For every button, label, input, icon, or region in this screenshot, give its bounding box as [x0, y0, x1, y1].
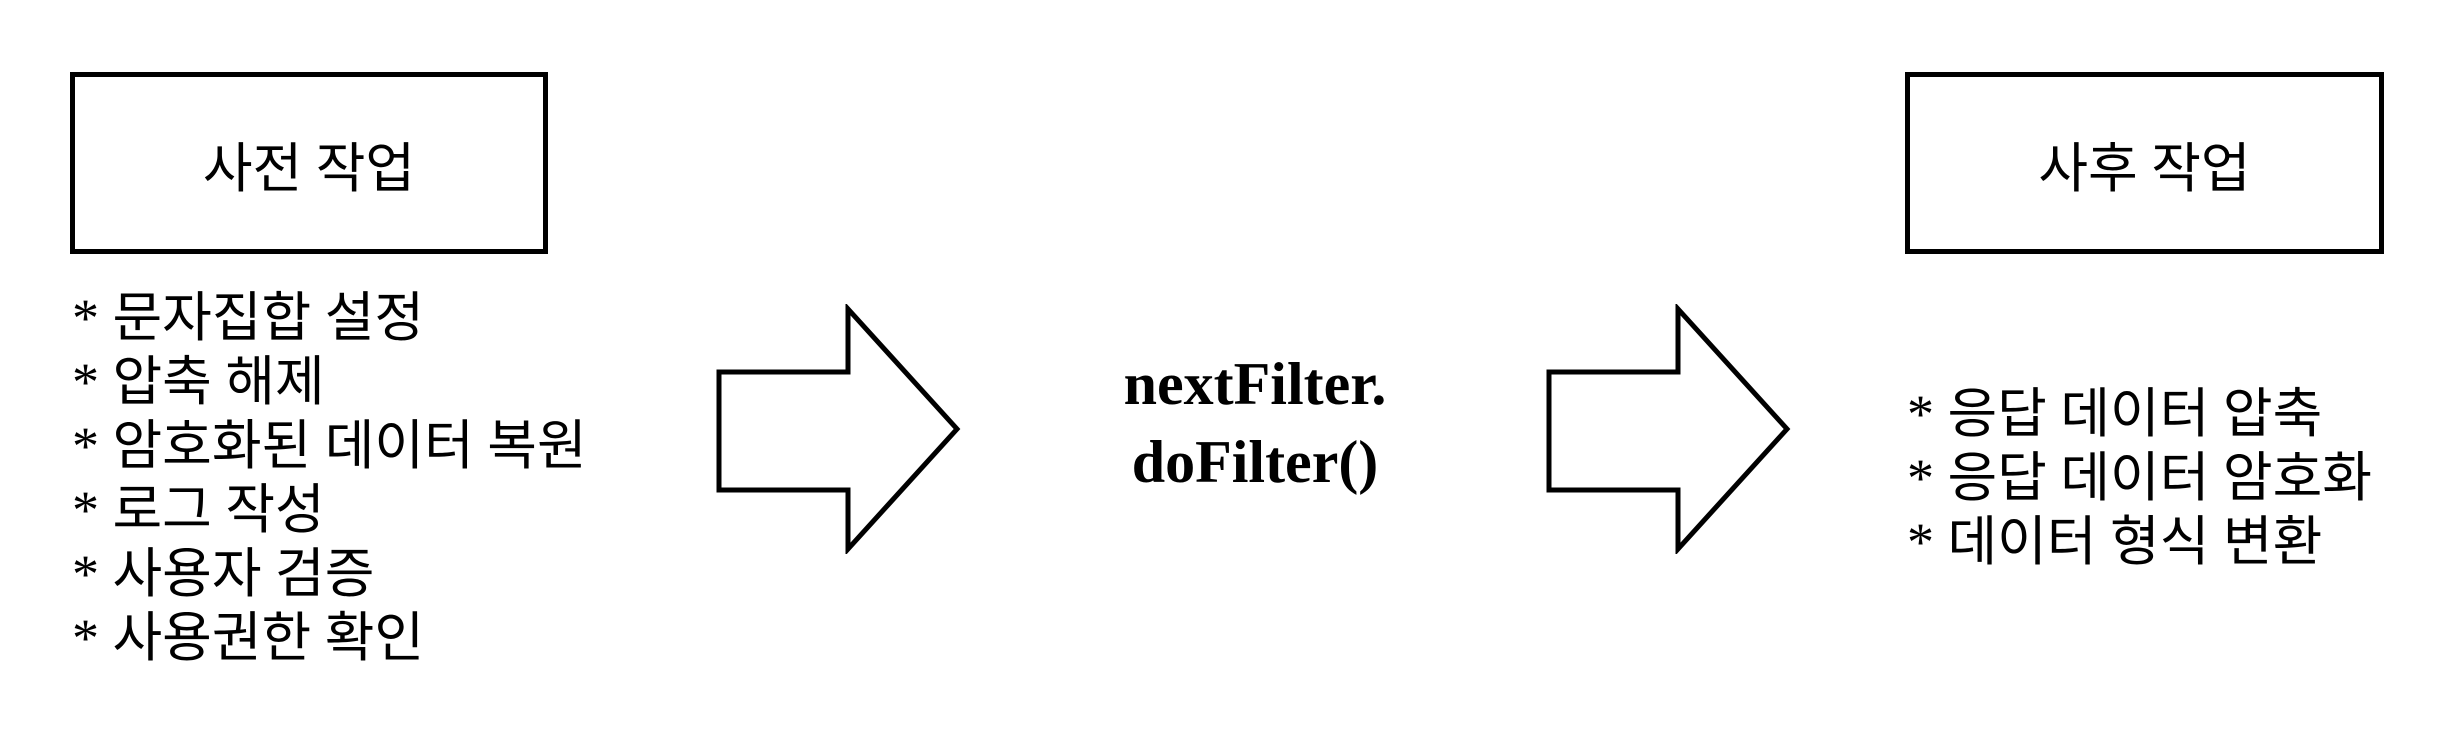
right-arrow-icon — [1546, 304, 1791, 554]
pre-process-item: * 압축 해제 — [72, 352, 325, 412]
right-arrow-shape — [1546, 304, 1791, 554]
post-process-title: 사후 작업 — [2038, 138, 2251, 199]
right-arrow-icon — [716, 304, 961, 554]
pre-process-box: 사전 작업 — [70, 72, 548, 254]
post-process-list: * 응답 데이터 압축 * 응답 데이터 암호화 * 데이터 형식 변환 — [1907, 382, 2372, 574]
pre-process-list: * 문자집합 설정 * 압축 해제 * 암호화된 데이터 복원 * 로그 작성 … — [72, 286, 587, 670]
filter-call-label: nextFilter. doFilter() — [1055, 345, 1455, 501]
post-process-item: * 데이터 형식 변환 — [1907, 512, 2323, 572]
filter-call-line-2: doFilter() — [1131, 429, 1379, 495]
post-process-item: * 응답 데이터 압축 — [1907, 384, 2323, 444]
pre-process-item: * 사용권한 확인 — [72, 608, 425, 668]
pre-process-title: 사전 작업 — [202, 138, 416, 199]
right-arrow-shape — [716, 304, 961, 554]
filter-call-line-1: nextFilter. — [1123, 351, 1387, 417]
pre-process-item: * 사용자 검증 — [72, 544, 375, 604]
post-process-item: * 응답 데이터 암호화 — [1907, 448, 2372, 508]
post-process-box: 사후 작업 — [1905, 72, 2384, 254]
pre-process-item: * 문자집합 설정 — [72, 288, 425, 348]
pre-process-item: * 암호화된 데이터 복원 — [72, 416, 587, 476]
pre-process-item: * 로그 작성 — [72, 480, 325, 540]
